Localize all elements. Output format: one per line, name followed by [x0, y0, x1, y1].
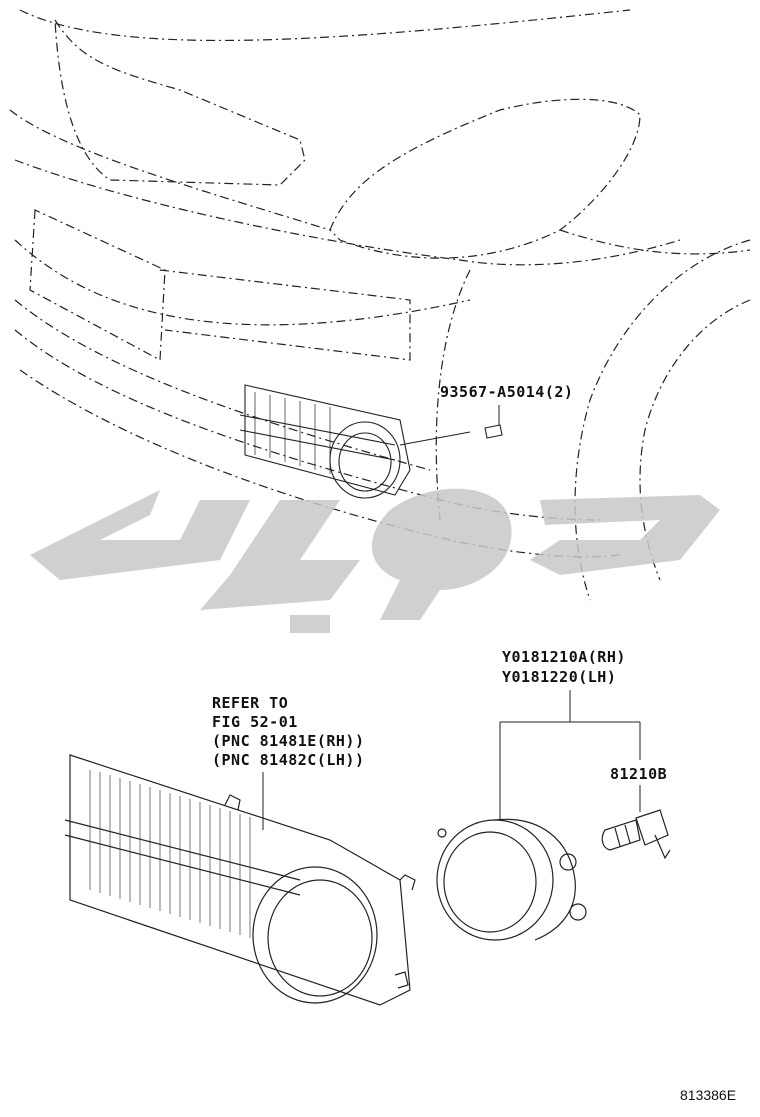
fender-line — [435, 269, 471, 521]
installed-assembly — [239, 384, 503, 499]
wheel-arch-inner — [639, 299, 751, 581]
intake-area — [159, 269, 411, 361]
bumper-lower-1 — [14, 299, 431, 471]
figure-id: 813386E — [680, 1087, 737, 1103]
wheel-arch-outer — [574, 239, 751, 601]
bulb-81210b — [601, 809, 671, 860]
refer-line-2: FIG 52-01 — [212, 713, 298, 731]
fog-lamp-unit — [436, 818, 587, 941]
bumper-upper — [14, 159, 681, 266]
fog-lamp-cover — [64, 754, 416, 1006]
bumper-mid — [14, 239, 471, 326]
refer-line-1: REFER TO — [212, 694, 289, 712]
callout-bolt: 93567-A5014(2) — [440, 383, 574, 401]
callout-fog-lamp-rh: Y0181210A(RH) — [502, 648, 626, 666]
callout-fog-lamp-lh: Y0181220(LH) — [502, 668, 617, 686]
headlamp-outline — [329, 98, 641, 259]
fender-top — [559, 229, 751, 255]
refer-line-3: (PNC 81481E(RH)) — [212, 732, 365, 750]
hood-line — [19, 9, 631, 42]
leader-lines — [262, 405, 641, 830]
plate-area — [29, 209, 166, 361]
refer-line-4: (PNC 81482C(LH)) — [212, 751, 365, 769]
watermark-logo — [30, 488, 720, 633]
bumper-top — [9, 109, 331, 231]
grille-upper — [54, 19, 306, 186]
bumper-lower-2 — [14, 329, 601, 521]
callout-bulb: 81210B — [610, 765, 668, 783]
